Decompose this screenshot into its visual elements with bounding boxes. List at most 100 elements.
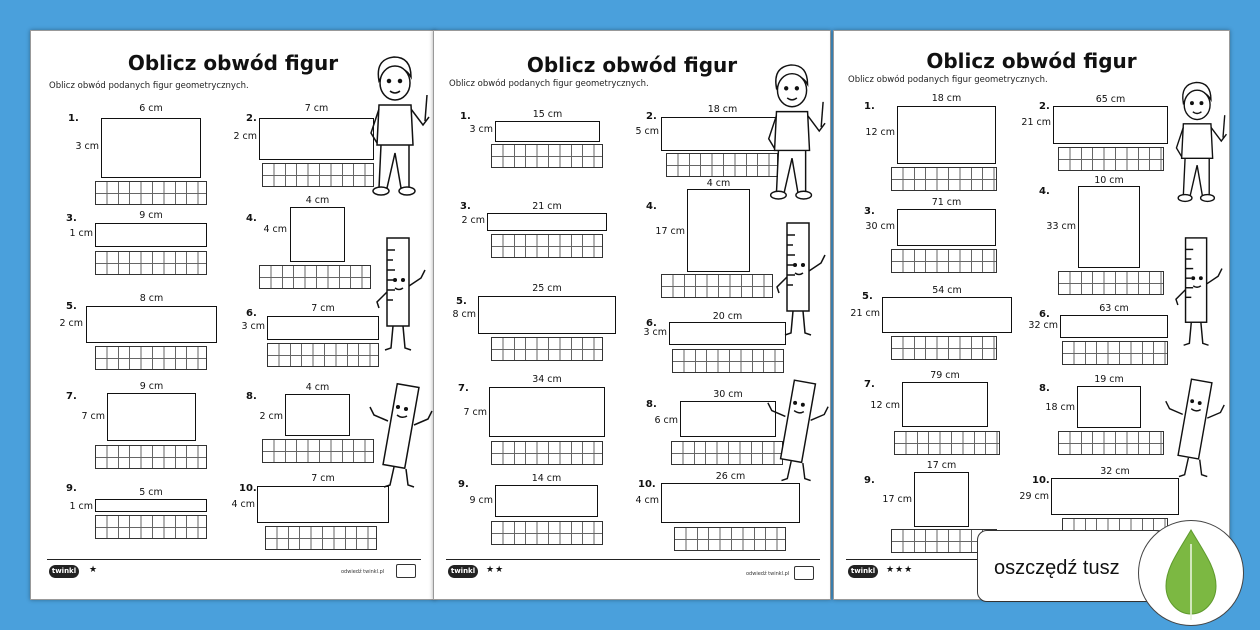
height-label: 30 cm (865, 221, 895, 232)
task-number: 7. (864, 379, 875, 390)
height-label: 2 cm (461, 215, 485, 226)
answer-grid[interactable] (894, 431, 1000, 455)
answer-grid[interactable] (491, 337, 603, 361)
rectangle-shape (1077, 386, 1141, 428)
width-label: 19 cm (1094, 374, 1124, 385)
worksheet-3: Oblicz obwód figur Oblicz obwód podanych… (833, 30, 1230, 600)
rectangle-shape (267, 316, 379, 340)
leaf-badge (1138, 520, 1244, 626)
answer-grid[interactable] (674, 527, 786, 551)
width-label: 4 cm (305, 195, 330, 206)
height-label: 5 cm (635, 126, 659, 137)
answer-grid[interactable] (95, 515, 207, 539)
width-label: 7 cm (311, 473, 335, 484)
answer-grid[interactable] (672, 349, 784, 373)
answer-grid[interactable] (259, 265, 371, 289)
answer-grid[interactable] (262, 163, 374, 187)
rectangle-shape (1051, 478, 1179, 515)
website-link: odwiedź twinkl.pl (746, 571, 790, 577)
rectangle-shape (478, 296, 616, 334)
height-label: 21 cm (850, 308, 880, 319)
task-number: 5. (66, 301, 77, 312)
answer-grid[interactable] (491, 521, 603, 545)
worksheet-1: Oblicz obwód figur Oblicz obwód podanych… (30, 30, 436, 600)
answer-grid[interactable] (1058, 271, 1164, 295)
width-label: 34 cm (532, 374, 562, 385)
width-label: 4 cm (305, 382, 330, 393)
answer-grid[interactable] (491, 441, 603, 465)
width-label: 6 cm (139, 103, 163, 114)
instructions: Oblicz obwód podanych figur geometryczny… (449, 79, 649, 89)
width-label: 18 cm (931, 93, 962, 104)
answer-grid[interactable] (891, 167, 997, 191)
height-label: 3 cm (75, 141, 99, 152)
website-link: odwiedź twinkl.pl (341, 569, 385, 575)
height-label: 17 cm (882, 494, 912, 505)
width-label: 7 cm (304, 103, 329, 114)
height-label: 18 cm (1045, 402, 1075, 413)
width-label: 9 cm (139, 381, 164, 392)
worksheet-2: Oblicz obwód figur Oblicz obwód podanych… (433, 30, 831, 600)
height-label: 2 cm (59, 318, 83, 329)
answer-grid[interactable] (1062, 341, 1168, 365)
ruler-character-icon (369, 382, 433, 488)
answer-grid[interactable] (661, 274, 773, 298)
answer-grid[interactable] (262, 439, 374, 463)
task-number: 8. (646, 399, 657, 410)
twinkl-logo-icon: twinkl (448, 565, 478, 578)
answer-grid[interactable] (95, 181, 207, 205)
width-label: 14 cm (531, 473, 562, 484)
answer-grid[interactable] (1058, 147, 1164, 171)
ruler-character-icon (1175, 237, 1223, 346)
answer-grid[interactable] (891, 249, 997, 273)
rectangle-shape (107, 393, 196, 441)
rectangle-shape (897, 209, 996, 246)
answer-grid[interactable] (95, 445, 207, 469)
task-number: 6. (246, 308, 257, 319)
page-title: Oblicz obwód figur (127, 51, 339, 75)
height-label: 7 cm (81, 411, 105, 422)
task-number: 3. (460, 201, 471, 212)
height-label: 3 cm (241, 321, 265, 332)
answer-grid[interactable] (95, 346, 207, 370)
answer-grid[interactable] (267, 343, 379, 367)
answer-grid[interactable] (491, 144, 603, 168)
answer-grid[interactable] (671, 441, 783, 465)
task-number: 3. (864, 206, 875, 217)
answer-grid[interactable] (95, 251, 207, 275)
height-label: 2 cm (233, 131, 257, 142)
task-number: 9. (458, 479, 469, 490)
rectangle-shape (95, 223, 207, 247)
rectangle-shape (489, 387, 605, 437)
answer-grid[interactable] (491, 234, 603, 258)
width-label: 71 cm (931, 197, 962, 208)
footer-divider (846, 559, 981, 560)
rectangle-shape (285, 394, 350, 436)
boy-with-pointer-icon (1175, 81, 1227, 203)
width-label: 7 cm (311, 303, 335, 314)
task-number: 2. (1039, 101, 1050, 112)
height-label: 7 cm (463, 407, 487, 418)
task-number: 10. (638, 479, 656, 490)
height-label: 3 cm (643, 327, 667, 338)
answer-grid[interactable] (666, 153, 778, 177)
ruler-character-icon (376, 237, 426, 351)
answer-grid[interactable] (891, 529, 997, 553)
rectangle-shape (1078, 186, 1140, 268)
answer-grid[interactable] (1058, 431, 1164, 455)
difficulty-stars: ★ (89, 565, 99, 575)
width-label: 4 cm (706, 178, 731, 189)
task-number: 4. (646, 201, 657, 212)
task-number: 2. (646, 111, 657, 122)
width-label: 26 cm (715, 471, 746, 482)
width-label: 5 cm (139, 487, 163, 498)
rectangle-shape (86, 306, 217, 343)
width-label: 63 cm (1099, 303, 1129, 314)
answer-grid[interactable] (891, 336, 997, 360)
answer-grid[interactable] (265, 526, 377, 550)
width-label: 54 cm (932, 285, 962, 296)
rectangle-shape (1053, 106, 1168, 144)
task-number: 5. (862, 291, 873, 302)
task-number: 2. (246, 113, 257, 124)
difficulty-stars: ★★ (486, 565, 505, 575)
